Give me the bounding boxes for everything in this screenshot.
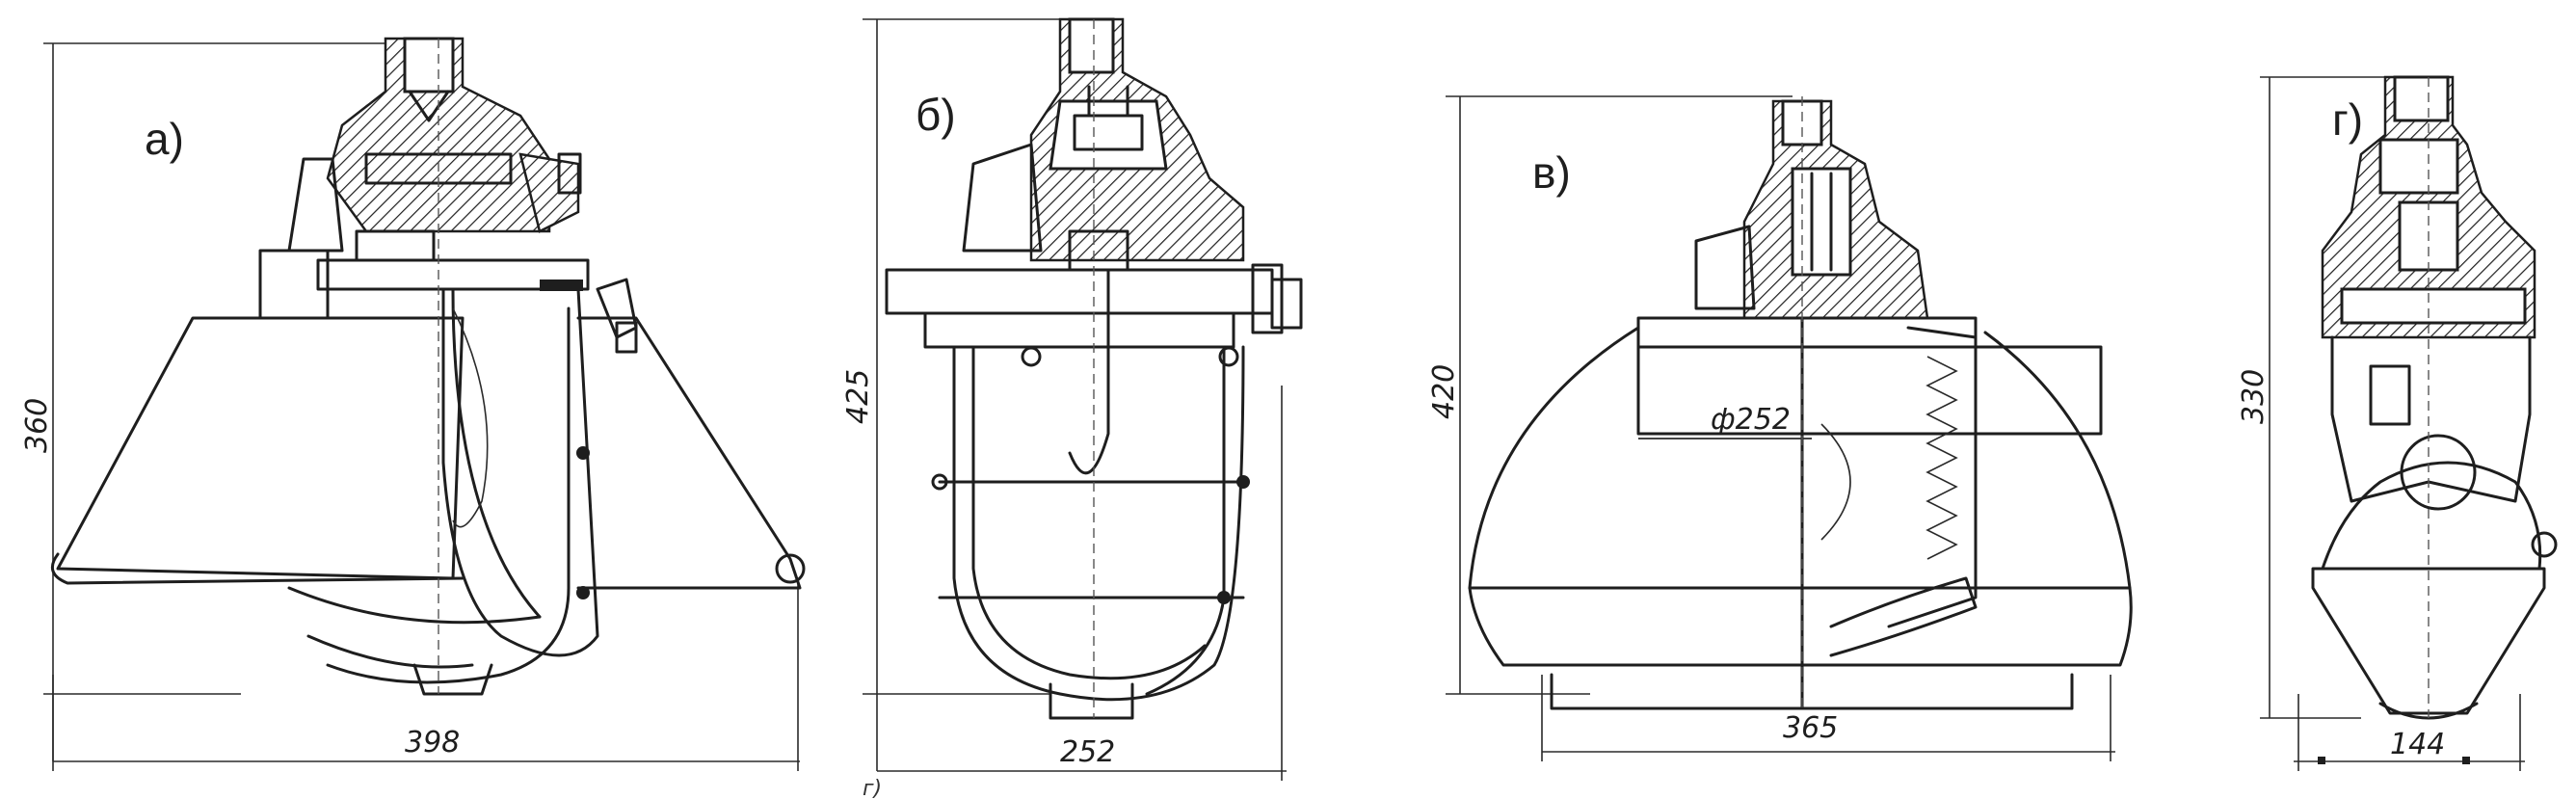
figure-g-height-dim: 330: [2237, 369, 2271, 424]
figure-v-label: в): [1532, 147, 1571, 198]
figure-g-width-dim: 144: [2390, 728, 2445, 761]
figure-v: ф252 в) 420 365: [1427, 95, 2133, 761]
body-g: [2330, 335, 2532, 503]
figure-b-label: б): [916, 90, 956, 140]
figure-g: г) 330 144: [2237, 75, 2558, 771]
figure-b: б) 425 252 г): [841, 17, 1303, 799]
glass-globe-b: [952, 345, 1245, 702]
figure-v-diameter-dim: ф252: [1711, 403, 1791, 437]
glass-globe-a: [441, 287, 599, 657]
figure-a-height-dim: 360: [20, 398, 54, 453]
reflector-v: [1468, 326, 2132, 590]
figure-b-height-dim: 425: [841, 369, 875, 424]
figure-a-width-dim: 398: [405, 726, 460, 759]
flange-b: [885, 268, 1274, 315]
figure-b-stray-mark: г): [863, 777, 882, 799]
figure-g-label: г): [2332, 94, 2363, 145]
reflector-a: [56, 316, 465, 580]
figure-a-label: а): [145, 114, 184, 164]
lamp-bulb-g: [2400, 434, 2477, 511]
figure-b-width-dim: 252: [1060, 735, 1115, 769]
figure-v-height-dim: 420: [1427, 364, 1461, 419]
figure-v-width-dim: 365: [1783, 711, 1838, 745]
figure-a: а) 360 398: [20, 37, 806, 771]
